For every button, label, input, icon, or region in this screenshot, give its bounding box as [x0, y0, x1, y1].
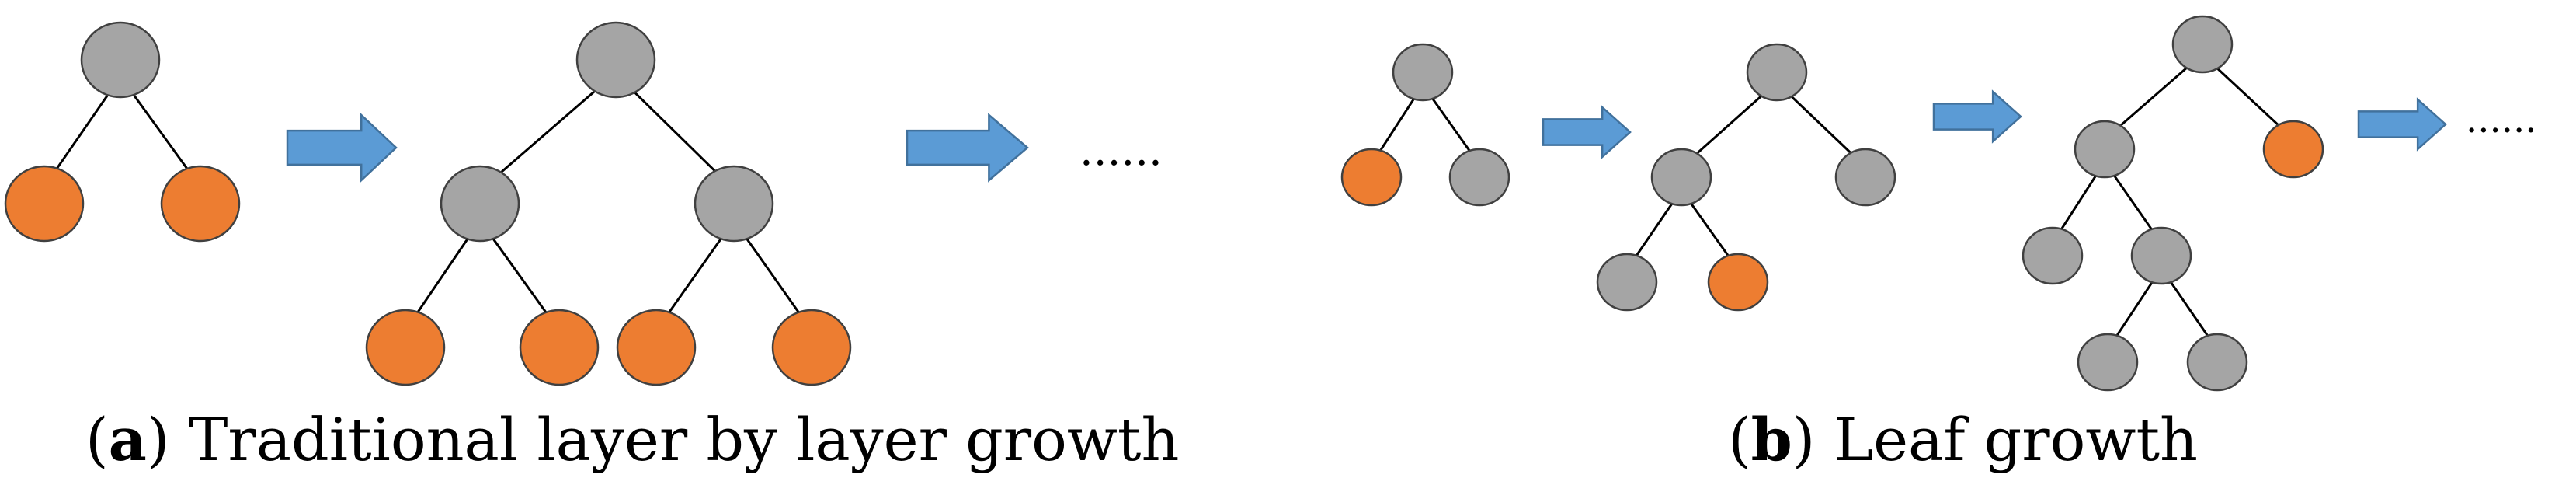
panel-a-tree2-root-internal-node: [575, 21, 656, 99]
panel-b-tree1-root-internal-node: [1392, 43, 1454, 102]
panel-b-tree3-lrr-internal-node: [2186, 333, 2248, 392]
panel-b-tree3-lr-lrr-edge: [2168, 278, 2211, 340]
ellipsis-b: ......: [2466, 98, 2537, 141]
panel-b-step2-arrow-icon: [1932, 89, 2022, 144]
caption-panel-b-text: Leaf growth: [1834, 405, 2198, 474]
panel-a-tree2-a-internal-node: [440, 165, 520, 243]
panel-a-tree2-b-bb-edge: [742, 234, 803, 317]
panel-a-tree2-ba-leaf-node: [616, 309, 697, 386]
panel-b-step3-arrow-icon: [2357, 97, 2447, 152]
panel-b-tree3-root-r-edge: [2212, 63, 2284, 131]
panel-b-tree2-r-internal-node: [1834, 148, 1896, 207]
panel-b-tree3-r-leaf-node: [2262, 120, 2324, 179]
panel-b-tree3-l-lr-edge: [2111, 172, 2155, 233]
panel-b-tree1-r-internal-node: [1448, 148, 1510, 207]
panel-b-tree2-root-internal-node: [1746, 43, 1808, 102]
ellipsis-a: ......: [1079, 125, 1163, 176]
panel-b-tree3-lr-internal-node: [2130, 226, 2192, 285]
panel-a-tree1-root-r-edge: [130, 89, 191, 174]
panel-b-tree3-l-ll-edge: [2058, 172, 2099, 233]
panel-b-tree1-root-r-edge: [1429, 95, 1473, 155]
caption-panel-a-letter: a: [108, 405, 147, 474]
panel-b-tree1-root-l-edge: [1377, 95, 1417, 155]
panel-b-tree3-root-internal-node: [2171, 15, 2234, 74]
caption-panel-a-text: Traditional layer by layer growth: [188, 405, 1180, 474]
panel-b-tree2-l-lr-edge: [1688, 200, 1732, 260]
panel-b-tree2-lr-leaf-node: [1707, 253, 1769, 312]
panel-b-step1-arrow-icon: [1542, 105, 1632, 159]
panel-b-tree2-l-ll-edge: [1633, 200, 1675, 260]
caption-panel-b-letter: b: [1750, 405, 1792, 474]
panel-a-tree2-root-a-edge: [493, 84, 603, 180]
caption-panel-b: (b) Leaf growth: [1728, 405, 2198, 474]
panel-b-tree3-root-l-edge: [2115, 62, 2192, 131]
panel-a-tree2-b-ba-edge: [665, 234, 725, 317]
panel-a-step1-arrow-icon: [286, 113, 398, 183]
panel-a-tree1-l-leaf-node: [4, 165, 85, 243]
panel-a-tree2-bb-leaf-node: [771, 309, 852, 386]
panel-b-tree1-l-leaf-node: [1340, 148, 1403, 207]
panel-a-tree2-b-internal-node: [694, 165, 774, 243]
panel-b-tree2-ll-internal-node: [1596, 253, 1658, 312]
caption-panel-a: (a) Traditional layer by layer growth: [85, 405, 1180, 474]
panel-b-tree3-ll-internal-node: [2022, 226, 2084, 285]
panel-b-tree3-l-internal-node: [2074, 120, 2136, 179]
panel-a-tree2-root-b-edge: [628, 86, 721, 177]
panel-a-tree1-root-internal-node: [80, 21, 161, 99]
panel-a-tree1-root-l-edge: [53, 90, 112, 173]
panel-a-tree2-a-aa-edge: [414, 234, 471, 317]
panel-a-tree2-a-ab-edge: [489, 234, 550, 317]
panel-a-tree1-r-leaf-node: [160, 165, 241, 243]
panel-a-tree2-aa-leaf-node: [365, 309, 446, 386]
panel-b-tree3-lr-lrl-edge: [2114, 278, 2155, 340]
panel-a-step2-arrow-icon: [906, 113, 1029, 183]
panel-a-tree2-ab-leaf-node: [519, 309, 600, 386]
panel-b-tree2-root-l-edge: [1691, 91, 1767, 159]
panel-b-tree3-lrl-internal-node: [2077, 333, 2139, 392]
panel-b-tree2-root-r-edge: [1786, 92, 1856, 158]
panel-b-tree2-l-internal-node: [1650, 148, 1712, 207]
